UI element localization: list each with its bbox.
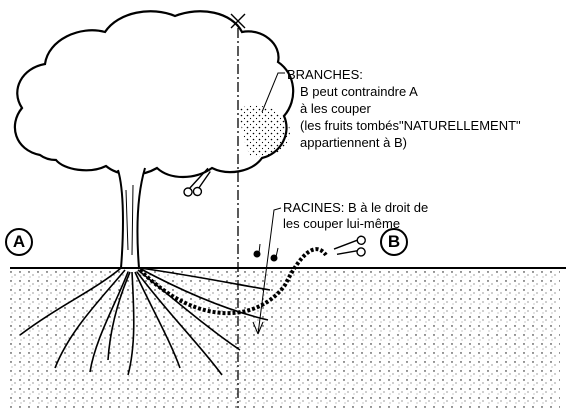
party-a-marker: A (5, 228, 33, 256)
boundary-cross-icon (230, 13, 246, 29)
tree-crown-overhang (240, 105, 290, 157)
branches-line3: (les fruits tombés"NATURELLEMENT" (300, 118, 521, 133)
scissors-icon (183, 167, 211, 197)
branches-line4: appartiennent à B) (300, 135, 407, 150)
branches-line1: B peut contraindre A (300, 84, 418, 99)
tree-roots (19, 267, 271, 376)
long-root (138, 247, 328, 316)
tree-trunk (117, 167, 146, 269)
roots-line1: RACINES: B à le droit de (283, 200, 429, 215)
roots-line2: les couper lui-même (283, 216, 401, 231)
party-a-label: A (12, 232, 26, 251)
scissors-icon (333, 235, 366, 257)
party-b-marker: B (380, 228, 408, 256)
branches-title: BRANCHES: (287, 67, 363, 82)
branches-line2: à les couper (300, 101, 371, 116)
party-b-label: B (387, 232, 401, 251)
fallen-fruits (253, 243, 279, 262)
